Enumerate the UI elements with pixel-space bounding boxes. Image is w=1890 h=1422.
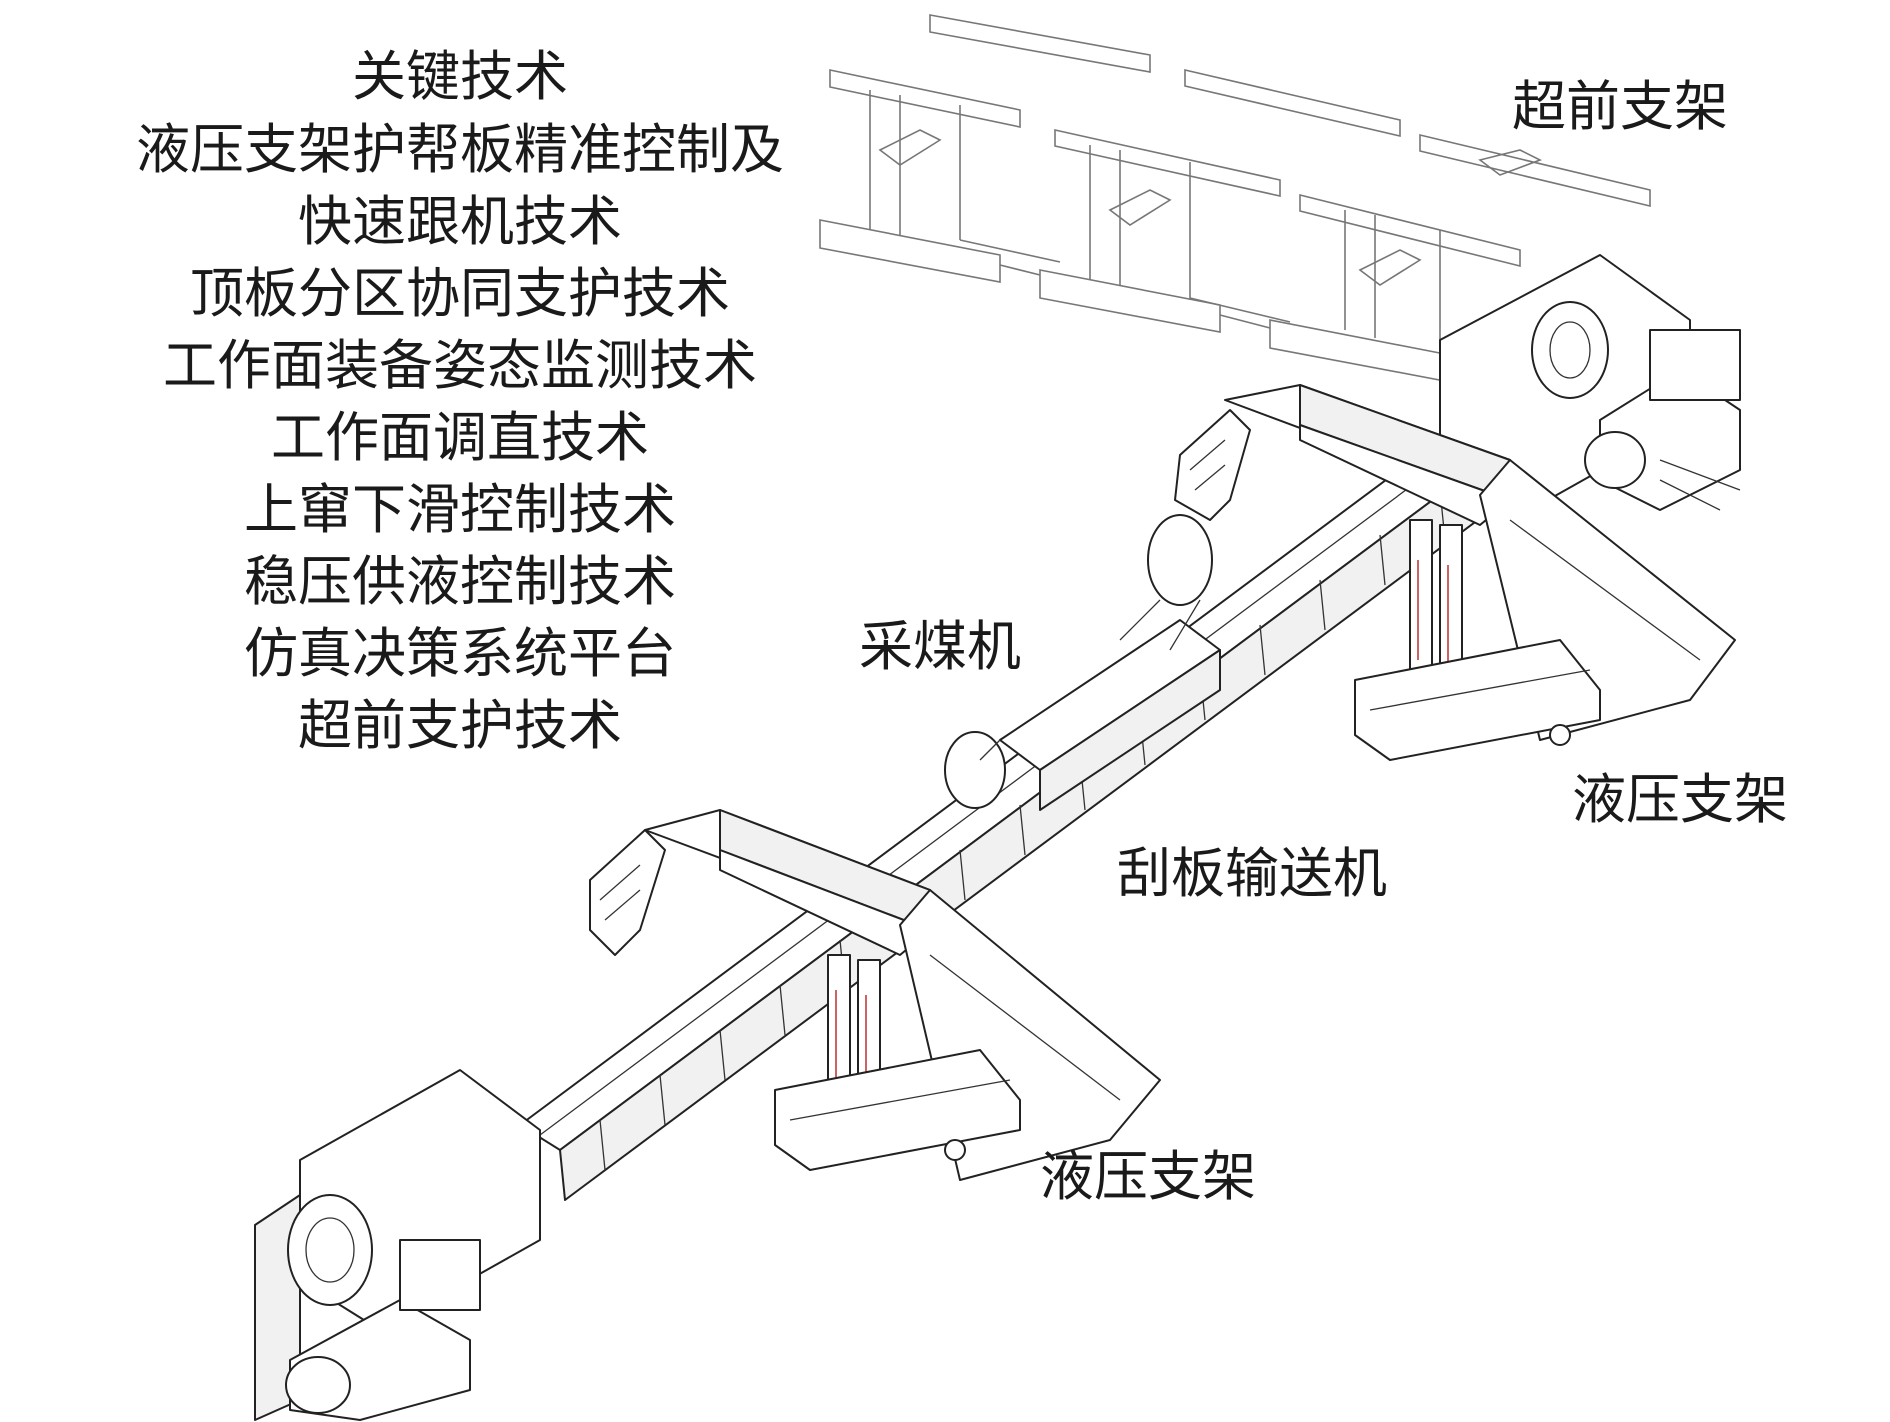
tech-list-item: 顶板分区协同支护技术 bbox=[190, 262, 730, 325]
tech-list-item: 工作面调直技术 bbox=[271, 406, 649, 469]
advance-support-drawing bbox=[819, 14, 1651, 383]
tech-list-item: 液压支架护帮板精准控制及 bbox=[136, 118, 784, 181]
tech-list-item: 仿真决策系统平台 bbox=[244, 622, 676, 685]
scraper-conveyor-drawing bbox=[254, 254, 1741, 1421]
hydraulic-support-upper-drawing bbox=[1174, 384, 1736, 761]
tech-list-item: 稳压供液控制技术 bbox=[244, 550, 676, 613]
label-shearer: 采煤机 bbox=[859, 615, 1021, 678]
tech-list: 关键技术 液压支架护帮板精准控制及 快速跟机技术 顶板分区协同支护技术 工作面装… bbox=[136, 45, 784, 757]
label-scraper-conveyor: 刮板输送机 bbox=[1117, 842, 1387, 905]
label-hydraulic-support-upper: 液压支架 bbox=[1572, 768, 1788, 831]
shearer-drawing bbox=[944, 514, 1221, 811]
tech-list-item: 工作面装备姿态监测技术 bbox=[163, 334, 757, 397]
hydraulic-support-lower-drawing bbox=[589, 809, 1161, 1181]
label-advance-support: 超前支架 bbox=[1512, 75, 1728, 138]
tech-list-item: 上窜下滑控制技术 bbox=[244, 478, 676, 541]
tech-list-item: 超前支护技术 bbox=[298, 694, 622, 757]
label-hydraulic-support-lower: 液压支架 bbox=[1040, 1145, 1256, 1208]
tech-list-heading: 关键技术 bbox=[352, 45, 568, 108]
tech-list-item: 快速跟机技术 bbox=[298, 190, 622, 253]
